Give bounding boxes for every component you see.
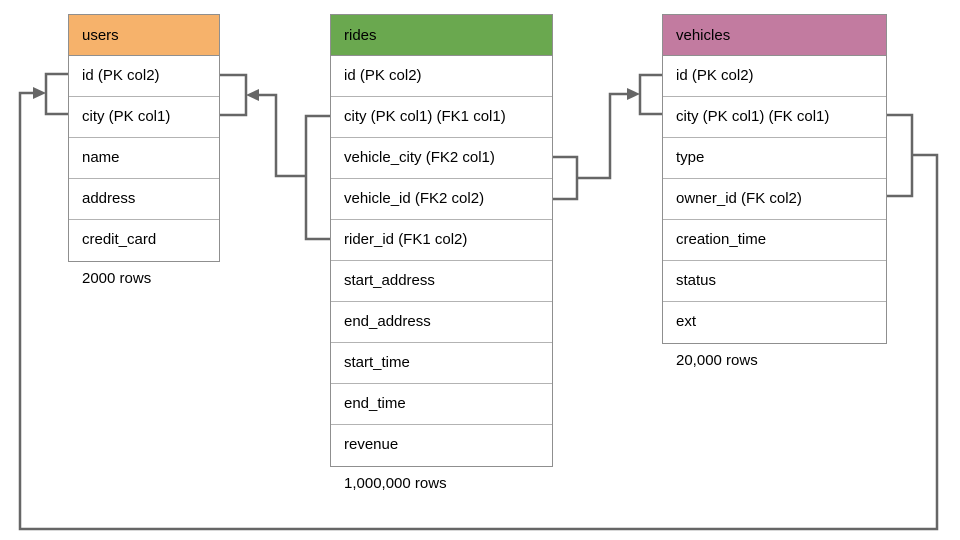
table-rides-column-row: end_address [331,302,552,343]
table-rides-title: rides [344,27,377,44]
relationship-rides-fk1-users [220,73,330,241]
arrowhead-into-users-right [246,89,259,101]
table-rides-column-row: city (PK col1) (FK1 col1) [331,97,552,138]
connector-line-rides-vehicles [577,92,629,180]
table-rides-column-row: start_time [331,343,552,384]
pk-bracket-users-left-side [44,72,68,116]
table-rides-column-row: vehicle_id (FK2 col2) [331,179,552,220]
fk-bracket-vehicles-right-side [886,113,914,198]
connector-line-vehicles-users [18,91,939,531]
relationship-rides-fk2-vehicles [553,73,662,201]
table-vehicles-column-row: id (PK col2) [663,56,886,97]
table-vehicles-header: vehicles [663,15,886,56]
table-rides-row-count: 1,000,000 rows [344,475,447,492]
table-users-row-count: 2000 rows [82,270,152,287]
table-rides-header: rides [331,15,552,56]
table-vehicles-title: vehicles [676,27,731,44]
table-rides-column-row: start_address [331,261,552,302]
table-vehicles-columns: id (PK col2)city (PK col1) (FK col1)type… [663,56,886,343]
table-vehicles-column-row: ext [663,302,886,343]
table-vehicles-column-row: owner_id (FK col2) [663,179,886,220]
table-users-column-row: credit_card [69,220,219,261]
table-vehicles-column-row: city (PK col1) (FK col1) [663,97,886,138]
table-rides-column-row: vehicle_city (FK2 col1) [331,138,552,179]
table-rides-column-row: id (PK col2) [331,56,552,97]
fk-bracket-rides-side [304,114,330,241]
table-rides-column-row: end_time [331,384,552,425]
fk-bracket-rides-right-side [553,155,579,201]
table-users-column-row: city (PK col1) [69,97,219,138]
table-rides: rides id (PK col2)city (PK col1) (FK1 co… [330,14,553,492]
table-users-column-row: id (PK col2) [69,56,219,97]
table-users-column-row: name [69,138,219,179]
table-vehicles-row-count: 20,000 rows [676,352,758,369]
table-vehicles: vehicles id (PK col2)city (PK col1) (FK … [662,14,887,369]
table-users-header: users [69,15,219,56]
table-users-column-row: address [69,179,219,220]
table-rides-column-row: rider_id (FK1 col2) [331,220,552,261]
table-rides-columns: id (PK col2)city (PK col1) (FK1 col1)veh… [331,56,552,466]
connector-line-rides-users [257,93,306,178]
table-users-title: users [82,27,119,44]
relationship-vehicles-fk-users [18,72,939,531]
pk-bracket-vehicles-left-side [638,73,662,116]
table-rides-column-row: revenue [331,425,552,466]
table-vehicles-column-row: status [663,261,886,302]
pk-bracket-users-right-side [220,73,248,117]
arrowhead-into-users-left [33,87,46,99]
arrowhead-into-vehicles-left [627,88,640,100]
table-vehicles-column-row: type [663,138,886,179]
table-vehicles-column-row: creation_time [663,220,886,261]
